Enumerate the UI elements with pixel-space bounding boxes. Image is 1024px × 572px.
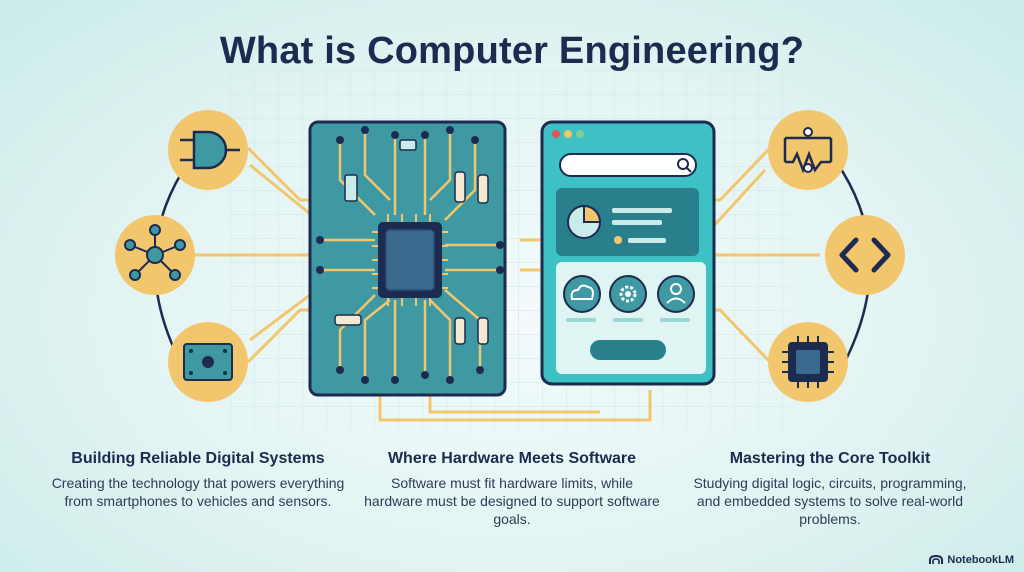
column-right: Mastering the Core Toolkit Studying digi… [680,450,980,528]
pie-chart-icon [567,204,602,239]
and-gate-icon [168,110,248,190]
column-left-body: Creating the technology that powers ever… [51,475,345,509]
network-node-icon [115,215,195,295]
column-center-heading: Where Hardware Meets Software [387,450,637,467]
circuit-board-icon [168,322,248,402]
resistor-circuit-icon [768,110,848,190]
code-brackets-icon [825,215,905,295]
column-center: Where Hardware Meets Software Software m… [362,450,662,528]
brand-label: NotebookLM [947,554,1014,566]
circuit-board [308,120,507,397]
gear-icon [609,275,647,313]
notebook-logo-icon [929,555,944,564]
column-right-body: Studying digital logic, circuits, progra… [693,475,967,527]
column-center-body: Software must fit hardware limits, while… [364,475,660,527]
column-left: Building Reliable Digital Systems Creati… [48,450,348,510]
app-window [540,120,716,386]
user-icon [657,275,695,313]
cloud-icon [563,275,601,313]
brand-badge: NotebookLM [929,554,1014,566]
microchip-icon [768,322,848,402]
column-left-heading: Building Reliable Digital Systems [71,450,325,467]
page-title: What is Computer Engineering? [219,30,805,72]
column-right-heading: Mastering the Core Toolkit [729,450,931,467]
search-icon [677,158,692,173]
